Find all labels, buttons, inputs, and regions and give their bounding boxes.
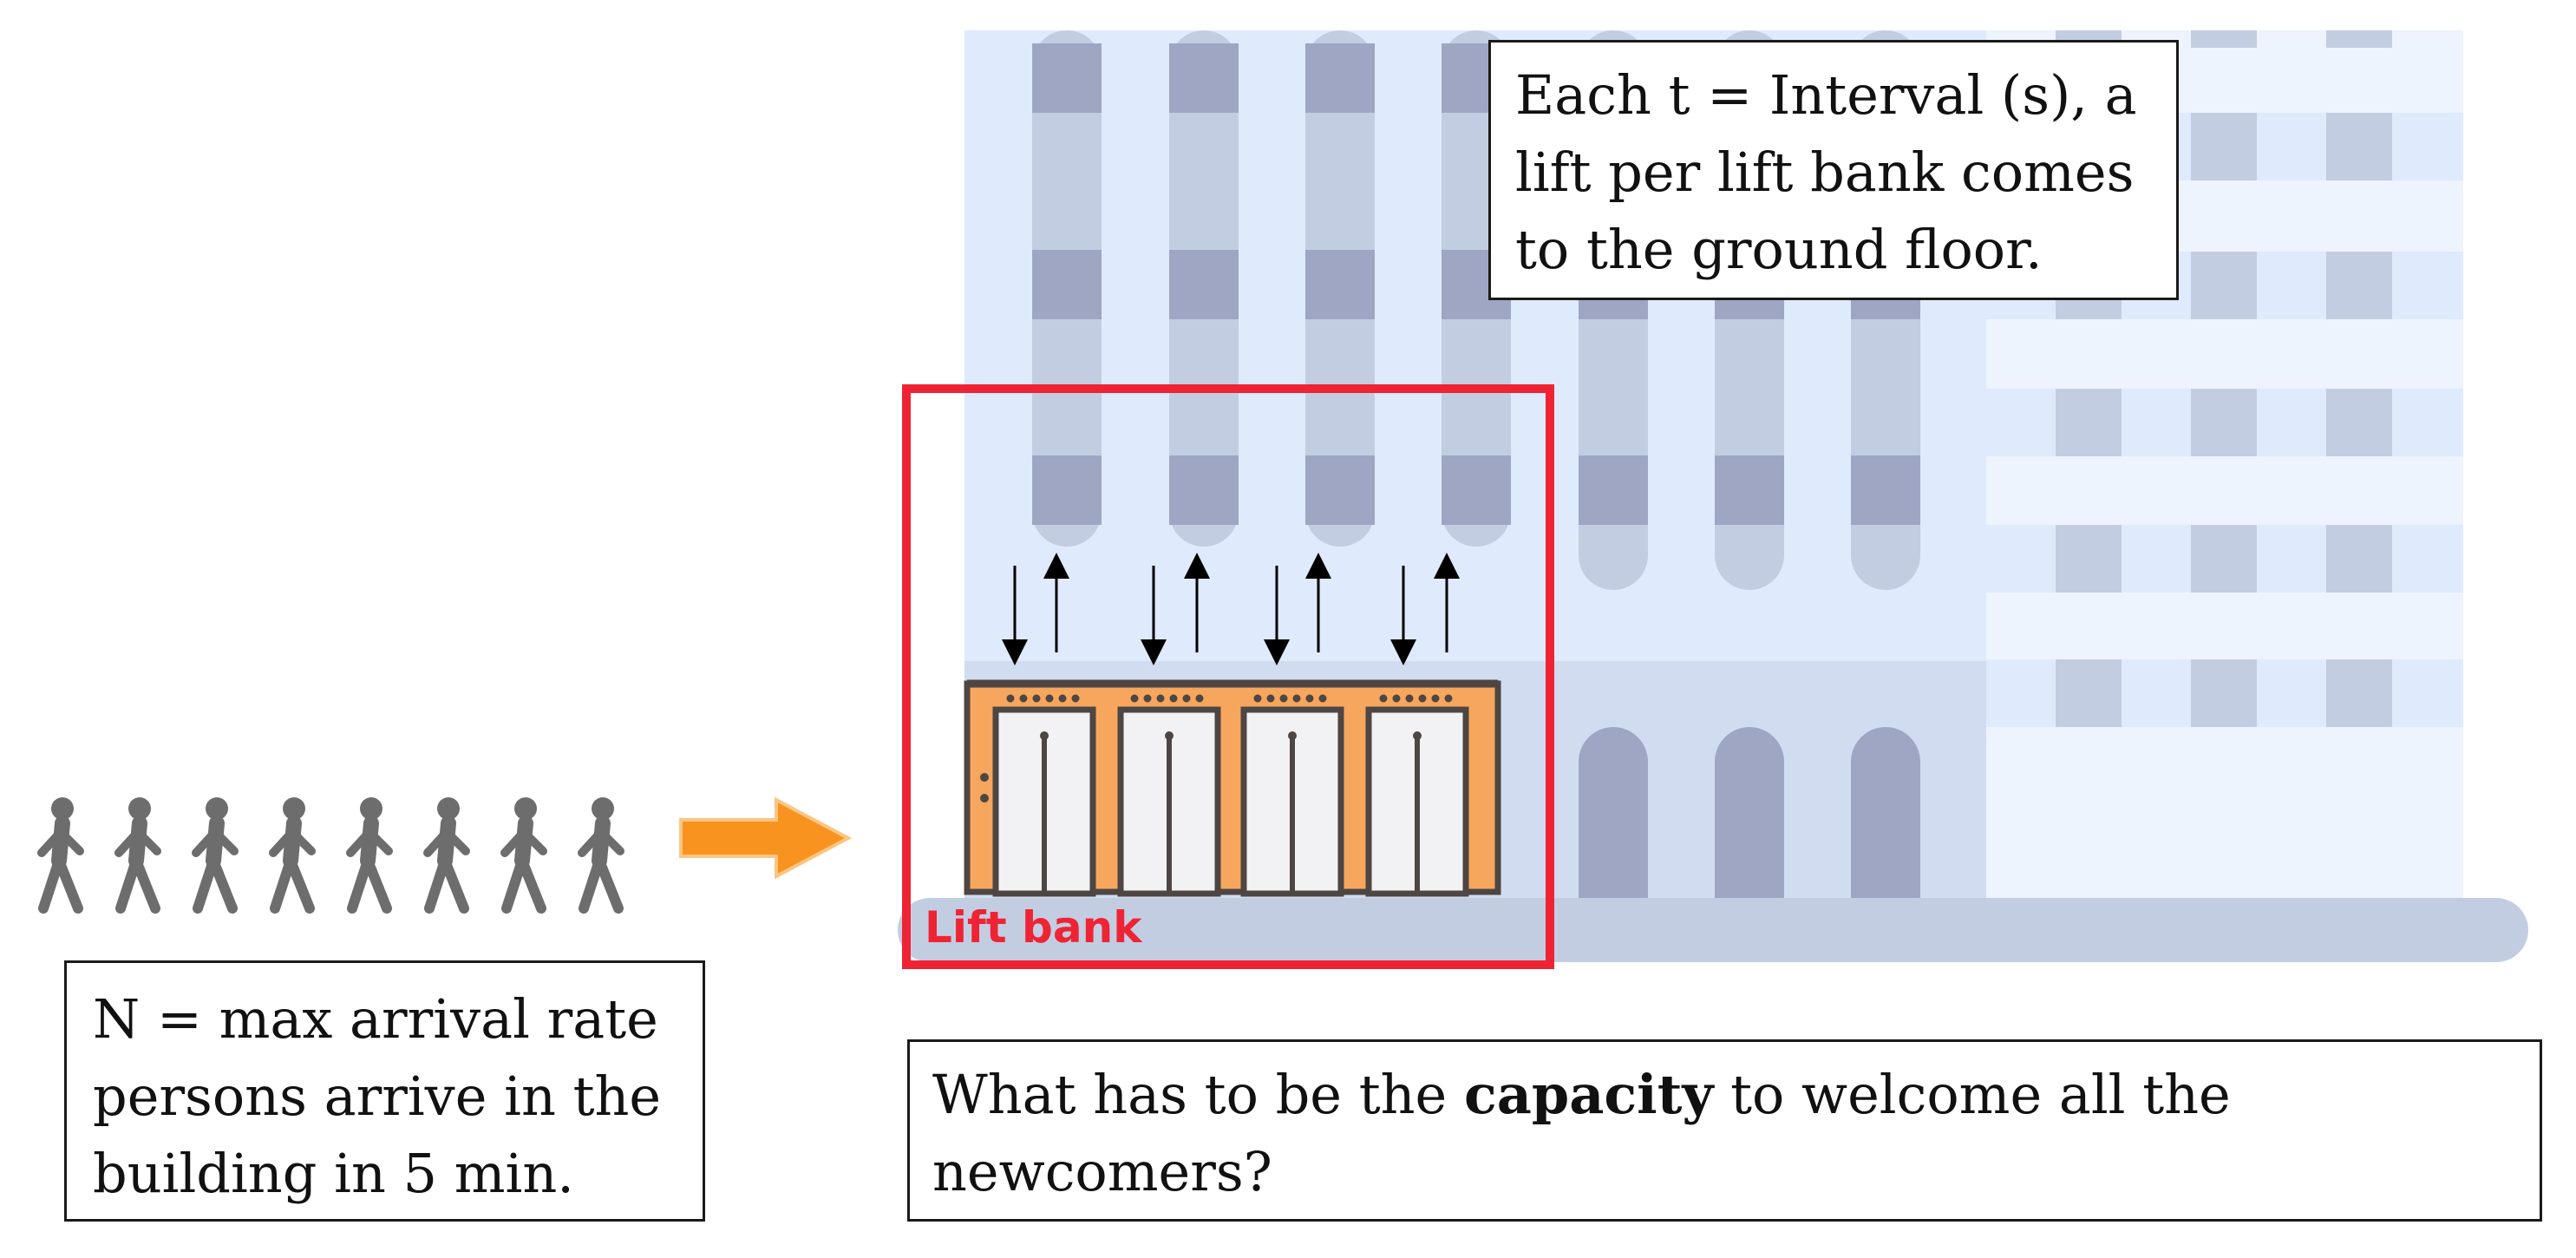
- lift-bank-highlight-frame: [902, 384, 1554, 969]
- question-line-1: What has to be the capacity to welcome a…: [932, 1056, 2522, 1133]
- question-text-pre: What has to be the: [932, 1063, 1464, 1126]
- elevator-bank: [964, 679, 1501, 897]
- elevator-door-icon: [1240, 694, 1344, 897]
- walking-person-icon: [582, 797, 620, 908]
- up-down-arrow-icon: [1390, 553, 1460, 665]
- lift-bank-label: Lift bank: [925, 902, 1142, 953]
- walking-person-icon: [119, 797, 157, 908]
- question-keyword-capacity: capacity: [1463, 1063, 1714, 1126]
- arrival-note-line: persons arrive in the: [93, 1065, 662, 1128]
- up-down-arrow-icon: [1002, 553, 1069, 665]
- ground-plinth: [898, 898, 2528, 962]
- elevator-door-icon: [1365, 694, 1469, 897]
- elevator-door-icon: [1117, 694, 1221, 897]
- arrival-note-line: building in 5 min.: [93, 1142, 575, 1205]
- column-windows: [1032, 43, 1920, 525]
- ground-floor-arches: [1579, 727, 1920, 898]
- walking-person-icon: [350, 797, 389, 908]
- interval-note-line: Each t = Interval (s), a: [1515, 63, 2137, 127]
- capacity-question-note: What has to be the capacity to welcome a…: [907, 1039, 2542, 1222]
- call-button-icon: [980, 794, 989, 803]
- interval-note-line: to the ground floor.: [1515, 218, 2043, 281]
- question-text-post: to welcome all the: [1713, 1063, 2231, 1126]
- walking-person-icon: [42, 797, 80, 908]
- elevator-door-icon: [992, 694, 1096, 897]
- up-down-arrow-icon: [1141, 553, 1210, 665]
- walking-person-icon: [273, 797, 311, 908]
- arrival-note-line: N = max arrival rate: [93, 987, 658, 1051]
- crowd-of-persons: [42, 797, 620, 908]
- call-button-icon: [980, 773, 989, 782]
- arrival-rate-note: N = max arrival rate persons arrive in t…: [64, 960, 705, 1222]
- interval-note: Each t = Interval (s), a lift per lift b…: [1488, 40, 2179, 300]
- walking-person-icon: [428, 797, 466, 908]
- right-arrow-icon: [679, 796, 853, 880]
- up-down-arrow-icon: [1264, 553, 1331, 665]
- interval-note-line: lift per lift bank comes: [1515, 141, 2135, 204]
- walking-person-icon: [505, 797, 543, 908]
- question-line-2: newcomers?: [932, 1140, 1272, 1203]
- lift-traffic-arrows: [1002, 553, 1460, 665]
- walking-person-icon: [196, 797, 234, 908]
